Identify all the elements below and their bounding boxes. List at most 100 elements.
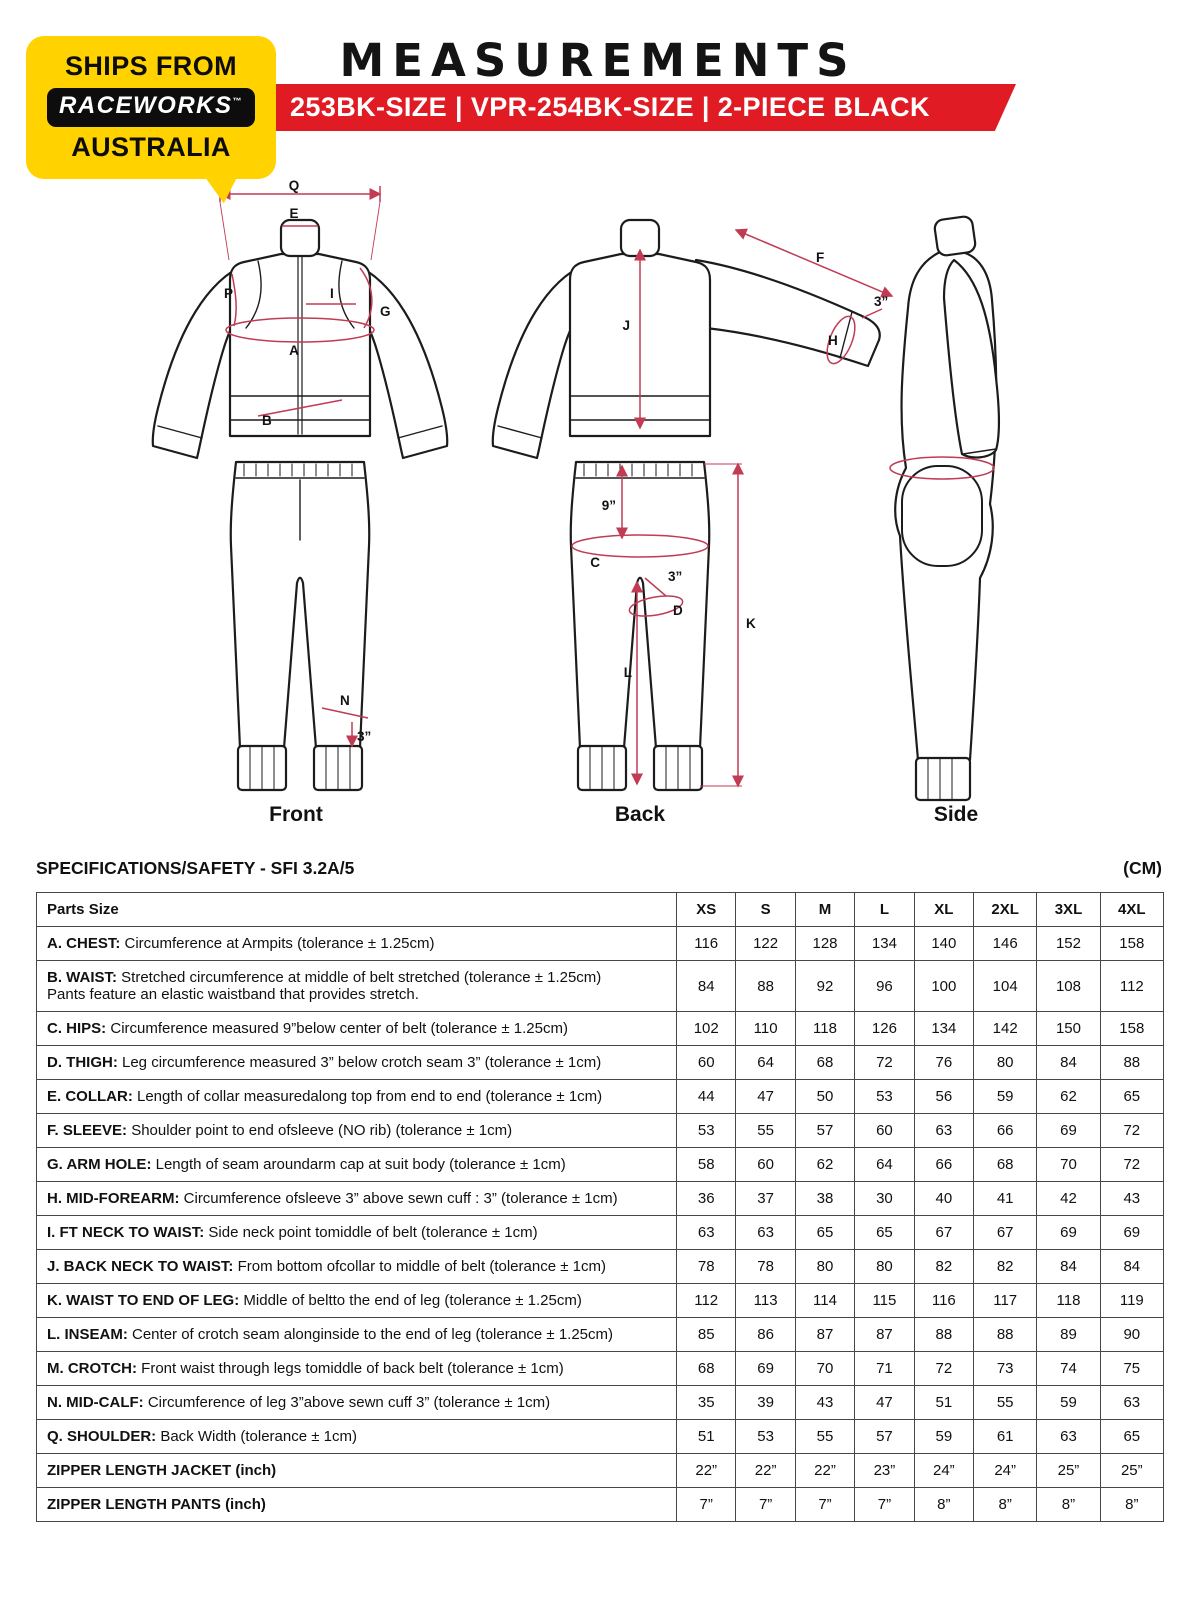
size-value: 88 — [913, 1317, 975, 1352]
size-value: 65 — [1099, 1079, 1165, 1114]
table-row: L. INSEAM: Center of crotch seam alongin… — [36, 1317, 1165, 1352]
size-value: 50 — [794, 1079, 856, 1114]
back-label-k: K — [746, 616, 756, 631]
size-value: 47 — [735, 1079, 796, 1114]
size-value: 25” — [1099, 1453, 1165, 1488]
size-value: 60 — [854, 1113, 915, 1148]
size-value: 53 — [854, 1079, 915, 1114]
raceworks-logo: RACEWORKS™ — [47, 88, 255, 127]
size-value: 80 — [794, 1249, 856, 1284]
size-value: 89 — [1036, 1317, 1101, 1352]
size-value: 61 — [973, 1419, 1038, 1454]
size-value: 59 — [913, 1419, 975, 1454]
size-value: 63 — [1036, 1419, 1101, 1454]
size-value: 7” — [735, 1487, 796, 1522]
table-row: ZIPPER LENGTH PANTS (inch)7”7”7”7”8”8”8”… — [36, 1487, 1165, 1522]
trademark-symbol: ™ — [232, 96, 243, 106]
size-value: 22” — [735, 1453, 796, 1488]
size-value: 51 — [675, 1419, 737, 1454]
col-size-3xl: 3XL — [1036, 892, 1101, 927]
size-value: 69 — [1036, 1113, 1101, 1148]
banner-text: 253BK-SIZE | VPR-254BK-SIZE | 2-PIECE BL… — [290, 92, 930, 122]
row-label: Q. SHOULDER: Back Width (tolerance ± 1cm… — [36, 1419, 677, 1454]
size-value: 88 — [973, 1317, 1038, 1352]
col-size-m: M — [794, 892, 856, 927]
size-value: 90 — [1099, 1317, 1165, 1352]
size-value: 85 — [675, 1317, 737, 1352]
size-value: 65 — [854, 1215, 915, 1250]
size-value: 88 — [1099, 1045, 1165, 1080]
size-value: 112 — [675, 1283, 737, 1318]
front-label-n: N — [340, 693, 350, 708]
size-value: 62 — [1036, 1079, 1101, 1114]
size-value: 60 — [735, 1147, 796, 1182]
row-label: N. MID-CALF: Circumference of leg 3”abov… — [36, 1385, 677, 1420]
size-value: 76 — [913, 1045, 975, 1080]
size-value: 8” — [913, 1487, 975, 1522]
size-value: 72 — [854, 1045, 915, 1080]
size-value: 51 — [913, 1385, 975, 1420]
table-row: G. ARM HOLE: Length of seam aroundarm ca… — [36, 1147, 1165, 1182]
size-value: 40 — [913, 1181, 975, 1216]
back-label-h: H — [828, 333, 838, 348]
size-value: 68 — [794, 1045, 856, 1080]
size-value: 119 — [1099, 1283, 1165, 1318]
row-label: K. WAIST TO END OF LEG: Middle of beltto… — [36, 1283, 677, 1318]
size-value: 104 — [973, 960, 1038, 1012]
size-value: 87 — [854, 1317, 915, 1352]
size-value: 102 — [675, 1011, 737, 1046]
size-value: 63 — [675, 1215, 737, 1250]
size-value: 118 — [1036, 1283, 1101, 1318]
size-value: 36 — [675, 1181, 737, 1216]
back-measurement-lines — [571, 228, 894, 788]
size-value: 44 — [675, 1079, 737, 1114]
size-value: 47 — [854, 1385, 915, 1420]
size-value: 84 — [1036, 1045, 1101, 1080]
table-row: D. THIGH: Leg circumference measured 3” … — [36, 1045, 1165, 1080]
side-caption: Side — [934, 803, 978, 826]
front-label-g: G — [380, 304, 391, 319]
table-row: H. MID-FOREARM: Circumference ofsleeve 3… — [36, 1181, 1165, 1216]
table-row: K. WAIST TO END OF LEG: Middle of beltto… — [36, 1283, 1165, 1318]
size-value: 80 — [854, 1249, 915, 1284]
size-value: 37 — [735, 1181, 796, 1216]
size-value: 110 — [735, 1011, 796, 1046]
size-value: 24” — [973, 1453, 1038, 1488]
row-label: C. HIPS: Circumference measured 9”below … — [36, 1011, 677, 1046]
badge-australia: AUSTRALIA — [71, 132, 231, 162]
size-value: 112 — [1099, 960, 1165, 1012]
size-value: 70 — [1036, 1147, 1101, 1182]
size-value: 23” — [854, 1453, 915, 1488]
size-value: 87 — [794, 1317, 856, 1352]
size-value: 62 — [794, 1147, 856, 1182]
size-value: 22” — [675, 1453, 737, 1488]
back-label-3inch-thigh: 3” — [668, 569, 682, 584]
col-size-4xl: 4XL — [1099, 892, 1165, 927]
size-value: 53 — [735, 1419, 796, 1454]
size-value: 63 — [913, 1113, 975, 1148]
specs-heading: SPECIFICATIONS/SAFETY - SFI 3.2A/5 — [36, 858, 355, 878]
unit-label: (CM) — [1123, 858, 1162, 878]
size-value: 58 — [675, 1147, 737, 1182]
row-label: A. CHEST: Circumference at Armpits (tole… — [36, 926, 677, 961]
size-value: 70 — [794, 1351, 856, 1386]
table-row: E. COLLAR: Length of collar measuredalon… — [36, 1079, 1165, 1114]
front-caption: Front — [269, 803, 323, 826]
size-value: 140 — [913, 926, 975, 961]
col-size-l: L — [854, 892, 915, 927]
size-value: 96 — [854, 960, 915, 1012]
size-value: 57 — [854, 1419, 915, 1454]
size-value: 59 — [1036, 1385, 1101, 1420]
size-value: 71 — [854, 1351, 915, 1386]
ships-from-badge: SHIPS FROM RACEWORKS™ AUSTRALIA — [26, 36, 276, 179]
size-value: 55 — [735, 1113, 796, 1148]
size-value: 65 — [794, 1215, 856, 1250]
size-value: 41 — [973, 1181, 1038, 1216]
size-value: 75 — [1099, 1351, 1165, 1386]
size-value: 134 — [854, 926, 915, 961]
size-value: 57 — [794, 1113, 856, 1148]
size-value: 122 — [735, 926, 796, 961]
col-size-xs: XS — [675, 892, 737, 927]
